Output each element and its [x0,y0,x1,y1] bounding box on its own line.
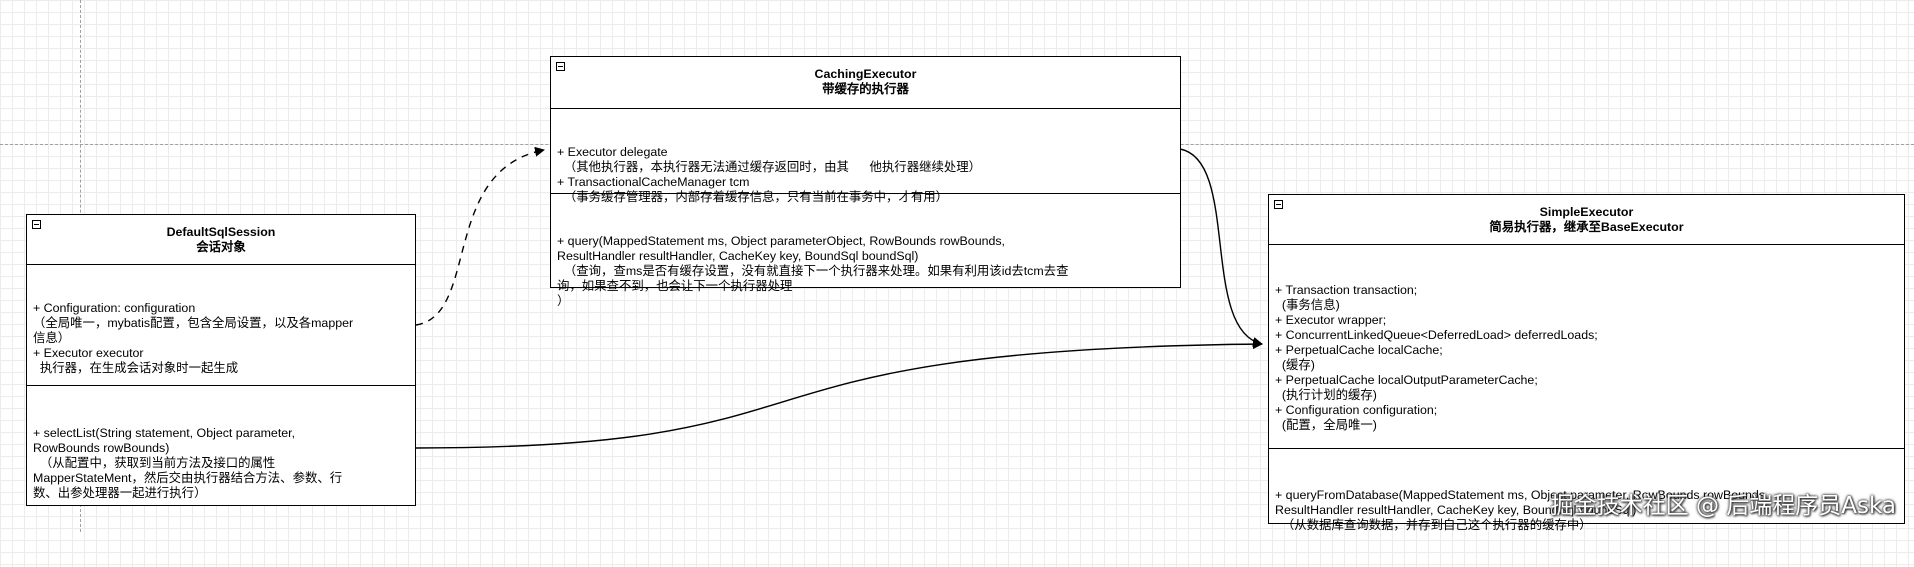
methods-section: + query(MappedStatement ms, Object param… [551,194,1180,343]
class-title: SimpleExecutor [1539,205,1634,219]
attribute-line: + PerpetualCache localOutputParameterCac… [1275,373,1538,387]
class-title: DefaultSqlSession [166,225,276,239]
attribute-line: + TransactionalCacheManager tcm [557,175,750,189]
attributes-section: + Transaction transaction; (事务信息)+ Execu… [1269,245,1904,449]
class-title: CachingExecutor [814,67,917,81]
attribute-line: + Executor executor [33,346,144,360]
method-line: 数、出参处理器一起进行执行） [33,486,207,500]
collapse-icon[interactable] [1274,200,1283,209]
attributes-section: + Executor delegate （其他执行器，本执行器无法通过缓存返回时… [551,109,1180,204]
attribute-line: （事务缓存管理器，内部存着缓存信息，只有当前在事务中，才有用） [557,190,948,204]
method-line: ResultHandler resultHandler, CacheKey ke… [557,249,919,263]
attribute-line: （其他执行器，本执行器无法通过缓存返回时，由其 他执行器继续处理） [557,160,982,174]
collapse-icon[interactable] [32,220,41,229]
simple-executor-class[interactable]: SimpleExecutor 简易执行器，继承至BaseExecutor + T… [1268,194,1905,532]
attribute-line: + Configuration configuration; [1275,403,1438,417]
attribute-line: (配置，全局唯一) [1275,418,1377,432]
method-line: + selectList(String statement, Object pa… [33,426,296,440]
method-line: ） [557,294,570,308]
dashed-association-connector [415,146,545,326]
attribute-line: + Executor delegate [557,145,668,159]
delegate-connector [1179,148,1263,347]
attribute-line: (执行计划的缓存) [1275,388,1377,402]
method-line: （从数据库查询数据，并存到自己这个执行器的缓存中） [1275,518,1592,532]
caching-executor-class[interactable]: CachingExecutor 带缓存的执行器 + Executor deleg… [550,56,1181,308]
attribute-line: (事务信息) [1275,298,1340,312]
connector-layer [415,146,1263,449]
method-line: （从配置中，获取到当前方法及接口的属性 [33,456,276,470]
method-line: MapperStateMent，然后交由执行器结合方法、参数、行 [33,471,343,485]
attribute-line: + PerpetualCache localCache; [1275,343,1443,357]
executor-connector [415,339,1263,449]
method-line: 询，如果查不到，也会让下一个执行器处理 [557,279,793,293]
attribute-line: + Configuration: configuration [33,301,196,315]
class-header: DefaultSqlSession 会话对象 [27,215,415,265]
attribute-line: + ConcurrentLinkedQueue<DeferredLoad> de… [1275,328,1598,342]
attribute-line: + Transaction transaction; [1275,283,1418,297]
attribute-line: 信息） [33,331,71,345]
default-sql-session-class[interactable]: DefaultSqlSession 会话对象 + Configuration: … [26,214,416,506]
attribute-line: (缓存) [1275,358,1315,372]
method-line: + queryFromDatabase(MappedStatement ms, … [1275,488,1769,502]
method-line: RowBounds rowBounds) [33,441,170,455]
method-line: （查询，查ms是否有缓存设置，没有就直接下一个执行器来处理。如果有利用该id去t… [557,264,1069,278]
methods-section: + queryFromDatabase(MappedStatement ms, … [1269,449,1904,567]
class-subtitle: 简易执行器，继承至BaseExecutor [1489,220,1684,234]
method-line: ResultHandler resultHandler, CacheKey ke… [1275,503,1637,517]
attribute-line: （全局唯一，mybatis配置，包含全局设置，以及各mapper [33,316,354,330]
class-header: CachingExecutor 带缓存的执行器 [551,57,1180,109]
attribute-line: + Executor wrapper; [1275,313,1387,327]
methods-section: + selectList(String statement, Object pa… [27,386,415,535]
attribute-line: 执行器，在生成会话对象时一起生成 [33,361,239,375]
class-header: SimpleExecutor 简易执行器，继承至BaseExecutor [1269,195,1904,245]
class-subtitle: 带缓存的执行器 [822,82,909,96]
collapse-icon[interactable] [556,62,565,71]
class-subtitle: 会话对象 [196,240,246,254]
watermark-text: 掘金技术社区 @ 后端程序员Aska [1550,493,1896,519]
method-line: + query(MappedStatement ms, Object param… [557,234,1006,248]
attributes-section: + Configuration: configuration（全局唯一，myba… [27,265,415,386]
